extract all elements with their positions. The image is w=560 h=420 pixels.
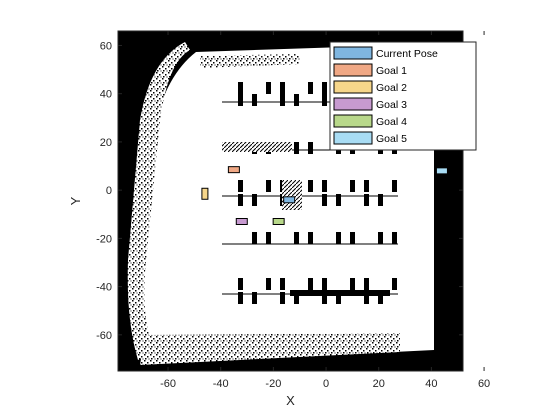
parked-car [364, 180, 369, 192]
parked-car [294, 142, 299, 154]
parked-car [322, 94, 327, 106]
x-tick-label: -20 [265, 378, 281, 390]
parked-car [364, 194, 369, 206]
marker-goal-4 [272, 217, 285, 225]
legend-swatch [333, 46, 373, 60]
parked-car [238, 278, 243, 290]
wall-segment [290, 290, 390, 296]
parked-car [308, 82, 313, 94]
parked-car [308, 278, 313, 290]
parked-car [392, 180, 397, 192]
marker-goal-2 [201, 187, 209, 200]
x-tick-label: -60 [160, 378, 176, 390]
parked-car [280, 292, 285, 304]
parked-car [378, 194, 383, 206]
parked-car [252, 232, 257, 244]
parked-car [252, 194, 257, 206]
parked-car [378, 292, 383, 304]
parked-car [336, 292, 341, 304]
parked-car [322, 194, 327, 206]
legend-swatch [333, 131, 373, 145]
parked-car [294, 292, 299, 304]
parked-car [322, 278, 327, 290]
axes [117, 30, 485, 372]
parked-car [266, 232, 271, 244]
x-tick-label: 40 [425, 378, 437, 390]
x-tick-label: 20 [373, 378, 385, 390]
parked-car [322, 180, 327, 192]
legend-label: Goal 3 [376, 99, 407, 111]
parked-car [322, 292, 327, 304]
y-tick-label: 0 [106, 185, 112, 197]
hatched-area [222, 142, 292, 152]
boundary-band-top [200, 54, 300, 68]
y-tick-label: -40 [96, 282, 112, 294]
parked-car [266, 180, 271, 192]
parked-car [308, 180, 313, 192]
parked-car [392, 278, 397, 290]
parked-car [252, 292, 257, 304]
tick-labels: -60 -40 -20 0 20 40 60 -60 -40 -20 0 20 40 60 [96, 40, 490, 390]
y-tick-label: 40 [100, 89, 112, 101]
parked-car [336, 194, 341, 206]
parked-car [238, 292, 243, 304]
parked-car [280, 278, 285, 290]
parked-car [252, 94, 257, 106]
legend-swatch [333, 97, 373, 111]
y-tick-label: -20 [96, 233, 112, 245]
x-tick-label: 60 [478, 378, 490, 390]
parked-car [280, 94, 285, 106]
x-axis-label: X [286, 393, 295, 408]
y-axis-label: Y [68, 196, 83, 205]
parked-car [280, 82, 285, 94]
legend-label: Goal 5 [376, 133, 407, 145]
marker-goal-5 [435, 167, 448, 175]
y-tick-label: 60 [100, 40, 112, 52]
parked-car [266, 278, 271, 290]
y-tick-label: 20 [100, 137, 112, 149]
legend-label: Goal 4 [376, 116, 407, 128]
marker-goal-3 [235, 217, 248, 225]
x-tick-label: 0 [323, 378, 329, 390]
boundary-band-bottom [140, 333, 400, 365]
parked-car [238, 94, 243, 106]
parked-car [294, 232, 299, 244]
parked-car [238, 194, 243, 206]
parked-car [392, 232, 397, 244]
parked-car [308, 142, 313, 154]
legend-swatch [333, 63, 373, 77]
axes-box [117, 30, 464, 372]
parked-car [308, 232, 313, 244]
x-tick-label: -40 [213, 378, 229, 390]
marker-current-pose [283, 196, 296, 204]
legend-swatch [333, 80, 373, 94]
parked-car [378, 232, 383, 244]
boundary-band-left [127, 42, 190, 360]
pose-markers [201, 166, 448, 225]
parked-car [336, 232, 341, 244]
parked-car [350, 278, 355, 290]
parked-car [364, 278, 369, 290]
parked-car [238, 180, 243, 192]
parked-car [350, 180, 355, 192]
legend-label: Current Pose [376, 48, 438, 60]
marker-goal-1 [227, 166, 240, 174]
legend-swatch [333, 114, 373, 128]
parked-car [322, 82, 327, 94]
parked-car [350, 232, 355, 244]
parked-car [364, 292, 369, 304]
parked-car [294, 94, 299, 106]
hatched-area [282, 180, 302, 210]
parked-car [238, 82, 243, 94]
legend-label: Goal 1 [376, 65, 407, 77]
parked-car [266, 82, 271, 94]
y-tick-label: -60 [96, 330, 112, 342]
legend-label: Goal 2 [376, 82, 407, 94]
